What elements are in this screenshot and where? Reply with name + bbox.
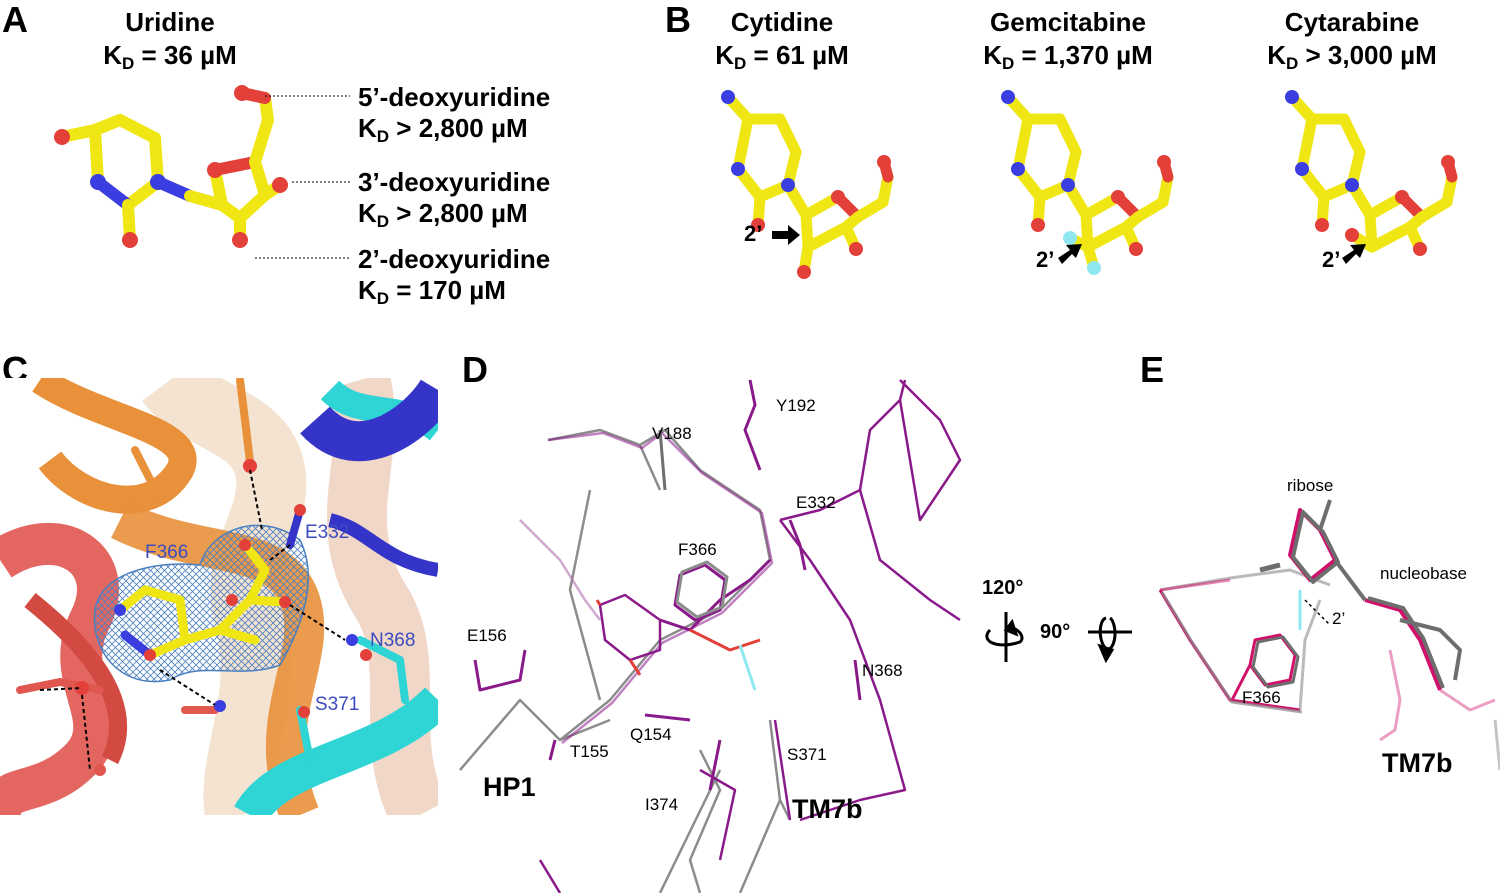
d-residue-q154: Q154 (630, 725, 672, 744)
e-label-f366: F366 (1242, 688, 1281, 707)
e-label-2prime: 2’ (1332, 609, 1346, 628)
panel-label-b: B (665, 0, 691, 40)
deoxy-3-label: 3’-deoxyuridine KD > 2,800 µM (358, 167, 551, 231)
d-residue-y192: Y192 (776, 396, 816, 415)
c-residue-s371: S371 (315, 694, 360, 715)
uridine-kd: KD = 36 µM (103, 39, 237, 73)
rotation-angle-120: 120° (982, 577, 1024, 599)
d-residue-e332: E332 (796, 493, 836, 512)
rotate-vertical-icon (985, 612, 1024, 662)
c-residue-f366: F366 (145, 542, 189, 563)
c-residue-n368: N368 (370, 630, 416, 651)
gemcitabine-title: Gemcitabine KD = 1,370 µM (983, 7, 1153, 73)
d-residue-t155: T155 (570, 742, 609, 761)
cytidine-2prime: 2’ (744, 221, 763, 246)
panel-label-a: A (2, 0, 28, 40)
d-region-hp1: HP1 (483, 772, 536, 802)
d-region-tm7b: TM7b (792, 794, 863, 824)
rotate-horizontal-icon (1088, 616, 1132, 664)
panel-label-d: D (462, 349, 488, 390)
rotation-angle-90: 90° (1040, 621, 1071, 643)
d-residue-e156: E156 (467, 626, 507, 645)
uridine-title: Uridine KD = 36 µM (80, 6, 260, 74)
e-region-tm7b: TM7b (1382, 748, 1453, 778)
gemcitabine-2prime: 2’ (1036, 247, 1055, 272)
cytidine-title: Cytidine KD = 61 µM (715, 7, 849, 73)
e-label-nucleobase: nucleobase (1380, 564, 1467, 583)
d-residue-s371: S371 (787, 745, 827, 764)
panel-label-e: E (1140, 349, 1165, 390)
deoxy-2-label: 2’-deoxyuridine KD = 170 µM (358, 244, 551, 308)
d-residue-f366: F366 (678, 540, 717, 559)
d-residue-n368: N368 (862, 661, 903, 680)
cytarabine-title: Cytarabine KD > 3,000 µM (1267, 7, 1437, 73)
d-residue-i374: I374 (645, 795, 679, 814)
cytarabine-2prime: 2’ (1322, 247, 1341, 272)
d-residue-v188: V188 (652, 424, 692, 443)
e-label-ribose: ribose (1287, 476, 1334, 495)
c-residue-e332: E332 (305, 522, 350, 543)
uridine-name: Uridine (125, 7, 215, 37)
deoxy-5-label: 5’-deoxyuridine KD > 2,800 µM (358, 82, 551, 146)
